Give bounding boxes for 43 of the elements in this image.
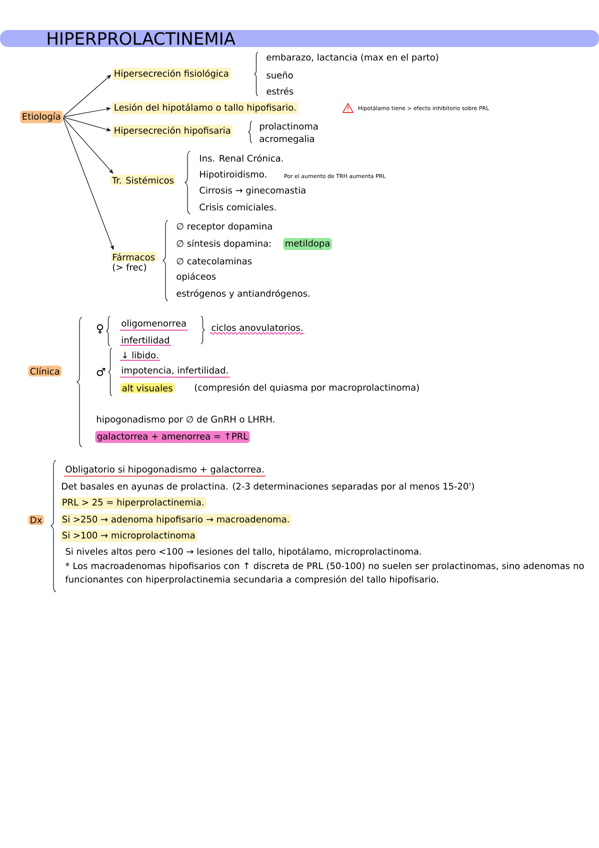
list-item: prolactinoma <box>260 122 318 132</box>
list-item: Ins. Renal Crónica. <box>200 154 283 162</box>
highlighted-text: metildopa <box>283 238 332 250</box>
highlighted-text: Si >100 → microprolactinoma <box>60 530 198 542</box>
title-banner: HIPERPROLACTINEMIA <box>0 30 599 47</box>
highlighted-term: Clínica <box>28 366 62 376</box>
list-item: oligomenorrea <box>122 320 186 328</box>
list-item: Det basales en ayunas de prolactina. (2-3 determinaciones separadas por al menos 15-20') <box>62 482 474 492</box>
list-item: Obligatorio si hipogonadismo + galactorrea. <box>66 466 264 474</box>
list-item: Crisis comiciales. <box>200 204 276 210</box>
note-text: * Los macroadenomas hipofisarios con ↑ discreta de PRL (50-100) no suelen ser prolactinomas, sino adenomas no funcionantes con hiperprolactinemia secundaria a compresión del tallo hipofisario. <box>65 562 584 584</box>
highlighted-term: Fármacos (> frec) <box>110 252 157 272</box>
highlighted-text: alt visuales <box>120 382 174 394</box>
list-item: estrógenos y antiandrógenos. <box>176 289 310 299</box>
arrow <box>63 107 111 118</box>
list-item: ∅ síntesis dopamina: <box>176 239 271 249</box>
list-item: Cirrosis → ginecomastia <box>200 186 306 196</box>
list-item: opiáceos <box>176 272 216 282</box>
highlighted-term: Lesión del hipotálamo o tallo hipofisario. <box>112 102 298 114</box>
highlighted-text: galactorrea + amenorrea = ↑PRL <box>95 430 250 444</box>
list-item: ↓ libido. <box>123 352 158 358</box>
list-item: (compresión del quiasma por macroprolactinoma) <box>194 383 419 393</box>
list-item: impotencia, infertilidad. <box>122 366 228 376</box>
list-item: ∅ catecolaminas <box>176 258 252 264</box>
highlighted-text: PRL > 25 = hiperprolactinemia. <box>60 496 206 510</box>
list-item: embarazo, lactancia (max en el parto) <box>266 54 438 62</box>
highlighted-term: Tr. Sistémicos <box>110 174 176 186</box>
list-item: Si niveles altos pero <100 → lesiones del tallo, hipotálamo, microprolactinoma. <box>66 547 421 557</box>
sex-symbol: ♀ <box>96 324 104 334</box>
list-item: ∅ receptor dopamina <box>176 222 272 232</box>
list-item: Hipotiroidismo. <box>200 170 266 180</box>
highlighted-text: Si >250 → adenoma hipofisario → macroadenoma. <box>60 514 292 526</box>
sex-symbol: ♂ <box>96 368 106 376</box>
list-item: hipogonadismo por ∅ de GnRH o LHRH. <box>97 416 274 424</box>
node-label: (> frec) <box>112 264 146 272</box>
list-item: infertilidad <box>122 336 169 344</box>
list-item: ciclos anovulatorios. <box>212 324 302 331</box>
highlighted-term: Hipersecreción hipofisaria <box>112 124 233 138</box>
highlighted-term: Dx <box>28 515 44 525</box>
list-item: acromegalia <box>260 135 314 144</box>
highlighted-term: Etiología <box>20 110 63 124</box>
list-item: sueño <box>266 71 293 79</box>
highlighted-term: Hipersecreción fisiológica <box>112 68 231 80</box>
